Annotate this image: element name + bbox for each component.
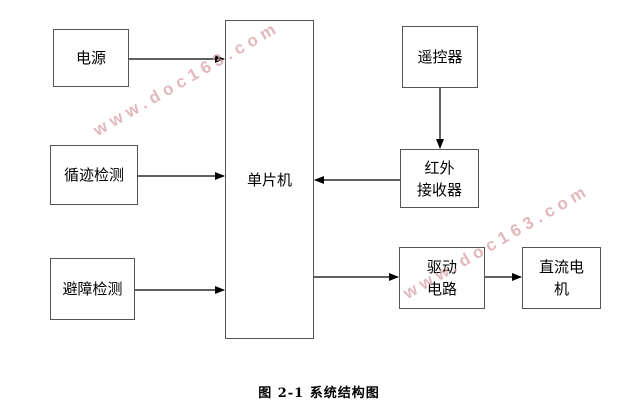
remote-block: 遥控器: [402, 26, 478, 88]
driver-label-line2: 电路: [426, 280, 457, 298]
mcu-block: 单片机: [225, 20, 314, 339]
mcu-label: 单片机: [246, 170, 292, 189]
dc-motor-block: 直流电 机: [522, 247, 601, 309]
ir-receiver-label-line1: 红外: [424, 158, 455, 177]
power-block: 电源: [53, 29, 129, 87]
ir-receiver-label-line2: 接收器: [416, 180, 462, 199]
figure-caption: 图 2-1 系统结构图: [258, 386, 380, 401]
obstacle-detect-block: 避障检测: [50, 258, 135, 320]
dc-motor-label-line2: 机: [553, 280, 569, 298]
line-detect-block: 循迹检测: [50, 145, 138, 205]
remote-label: 遥控器: [417, 48, 463, 66]
obstacle-detect-label: 避障检测: [62, 280, 123, 298]
driver-label-line1: 驱动: [426, 258, 457, 276]
power-label: 电源: [75, 49, 106, 67]
line-detect-label: 循迹检测: [63, 166, 124, 184]
ir-receiver-block: 红外 接收器: [400, 149, 479, 208]
driver-block: 驱动 电路: [399, 247, 485, 309]
dc-motor-label-line1: 直流电: [538, 258, 584, 276]
